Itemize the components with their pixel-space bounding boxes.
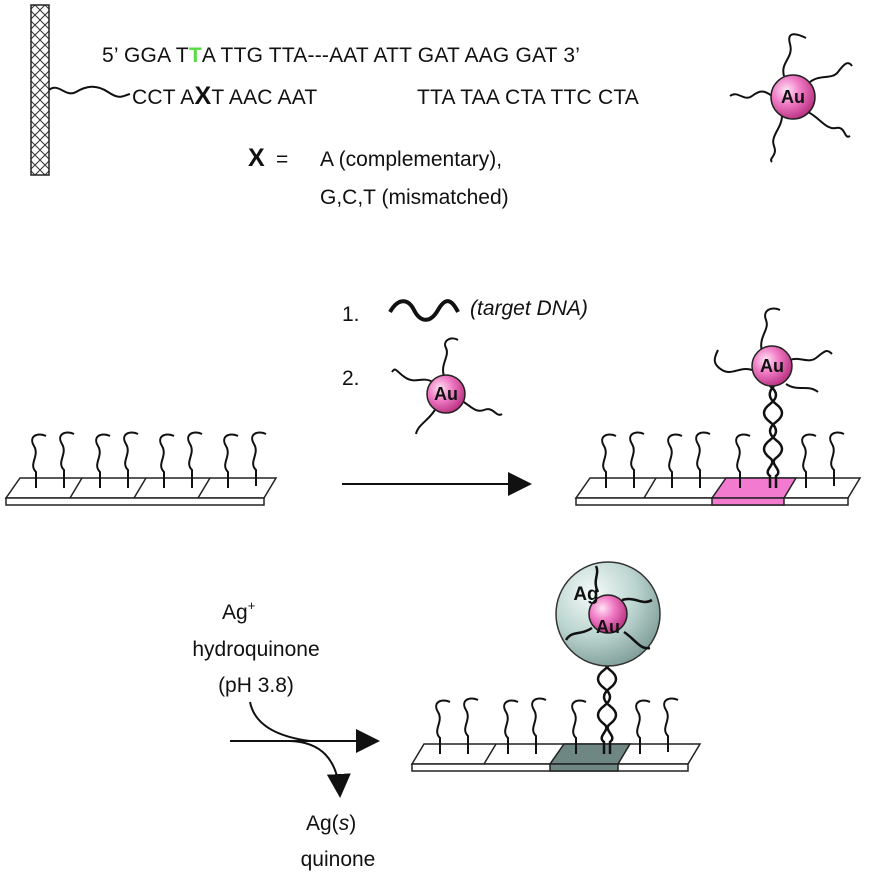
sequence-panel: 5’ GGA TTA TTG TTA---AAT ATT GAT AAG GAT… xyxy=(30,4,853,209)
product-ag-a: Ag( xyxy=(306,812,339,835)
bottom-strand-prefix: CCT A xyxy=(132,86,194,109)
top-strand-suffix: A TTG TTA---AAT ATT GAT AAG GAT 3’ xyxy=(202,44,580,67)
silver-enhancement-step: Ag+ hydroquinone (pH 3.8) Ag(s) quinone xyxy=(192,561,702,871)
product-quinone: quinone xyxy=(301,848,376,871)
legend-equals: = xyxy=(276,148,288,171)
reagent-ag-text: Ag xyxy=(222,601,248,624)
step2-gold-nanoparticle: Au xyxy=(391,337,503,435)
product-ag: Ag(s) xyxy=(306,812,356,835)
double-helix-after-silver xyxy=(596,651,618,754)
captured-gold-label: Au xyxy=(760,356,784,376)
reagent-ag-charge: + xyxy=(248,598,256,613)
bottom-strand-right: TTA TAA CTA TTC CTA xyxy=(417,86,639,109)
chip-after-hybridization: Au xyxy=(574,307,862,506)
silver-coated-gold-nanoparticle: Ag Au xyxy=(555,561,661,667)
captured-gold-nanoparticle: Au xyxy=(713,307,833,393)
mismatch-symbol: X xyxy=(194,82,211,110)
legend-line2: G,C,T (mismatched) xyxy=(320,186,509,209)
reagent-input-curve xyxy=(249,701,311,742)
pink-capture-spot xyxy=(710,477,798,499)
legend-symbol: X xyxy=(248,144,265,172)
silver-label: Ag xyxy=(573,584,598,605)
target-dna-icon xyxy=(388,299,460,322)
reagent-ph: (pH 3.8) xyxy=(218,674,294,697)
legend-line1: A (complementary), xyxy=(320,148,502,171)
linker-strand xyxy=(48,85,131,98)
inner-gold-label: Au xyxy=(596,617,620,637)
step1-label: (target DNA) xyxy=(470,297,588,320)
product-output-curve xyxy=(289,740,351,798)
top-strand-text: 5’ GGA TTA TTG TTA---AAT ATT GAT AAG GAT… xyxy=(102,44,580,67)
gold-nanoparticle-probe: Au xyxy=(770,33,853,163)
top-strand-prefix: 5’ GGA T xyxy=(102,44,189,67)
reagent-hydroquinone: hydroquinone xyxy=(192,638,319,661)
chip-after-silver: Ag Au xyxy=(410,561,702,772)
product-ag-state: s xyxy=(339,812,350,835)
bottom-strand-middle: T AAC AAT xyxy=(211,86,317,109)
hatched-support-bar xyxy=(30,4,50,176)
chip-before xyxy=(4,431,278,506)
grey-silver-spot xyxy=(548,743,632,765)
probe-linker xyxy=(729,90,773,99)
reagent-ag: Ag+ xyxy=(222,598,255,624)
bottom-strand-left: CCT AXT AAC AAT xyxy=(132,82,317,110)
step2-number: 2. xyxy=(342,367,360,390)
step1-number: 1. xyxy=(342,303,360,326)
gold-label: Au xyxy=(781,87,805,107)
hybridization-step: 1. (target DNA) 2. Au xyxy=(4,297,862,506)
step2-gold-label: Au xyxy=(434,384,458,404)
top-strand-highlight: T xyxy=(189,44,202,67)
double-helix-after-hybridization xyxy=(762,385,784,488)
product-ag-c: ) xyxy=(349,812,356,835)
